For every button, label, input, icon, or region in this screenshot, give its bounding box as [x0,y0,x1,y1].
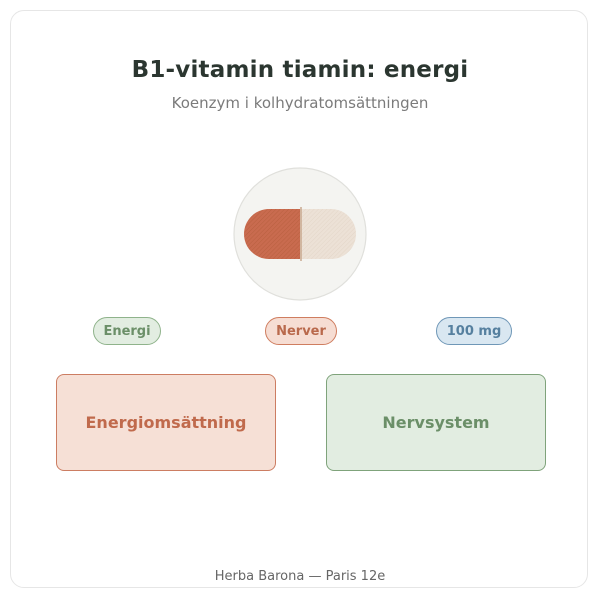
infographic-card: B1-vitamin tiamin: energi Koenzym i kolh… [10,10,588,588]
page-title: B1-vitamin tiamin: energi [131,57,469,83]
footer-credit: Herba Barona — Paris 12e [214,569,386,584]
box-energiomsattning-label: Energiomsättning [85,413,247,432]
capsule-right-half [300,209,356,259]
box-energiomsattning: Energiomsättning [56,374,276,471]
page-subtitle: Koenzym i kolhydratomsättningen [171,94,429,112]
capsule-icon [233,167,367,301]
tag-energi: Energi [93,317,161,345]
tag-nerver: Nerver [265,317,337,345]
tag-dose: 100 mg [436,317,512,345]
box-nervsystem: Nervsystem [326,374,546,471]
capsule-left-half [244,209,300,259]
box-nervsystem-label: Nervsystem [382,413,490,432]
